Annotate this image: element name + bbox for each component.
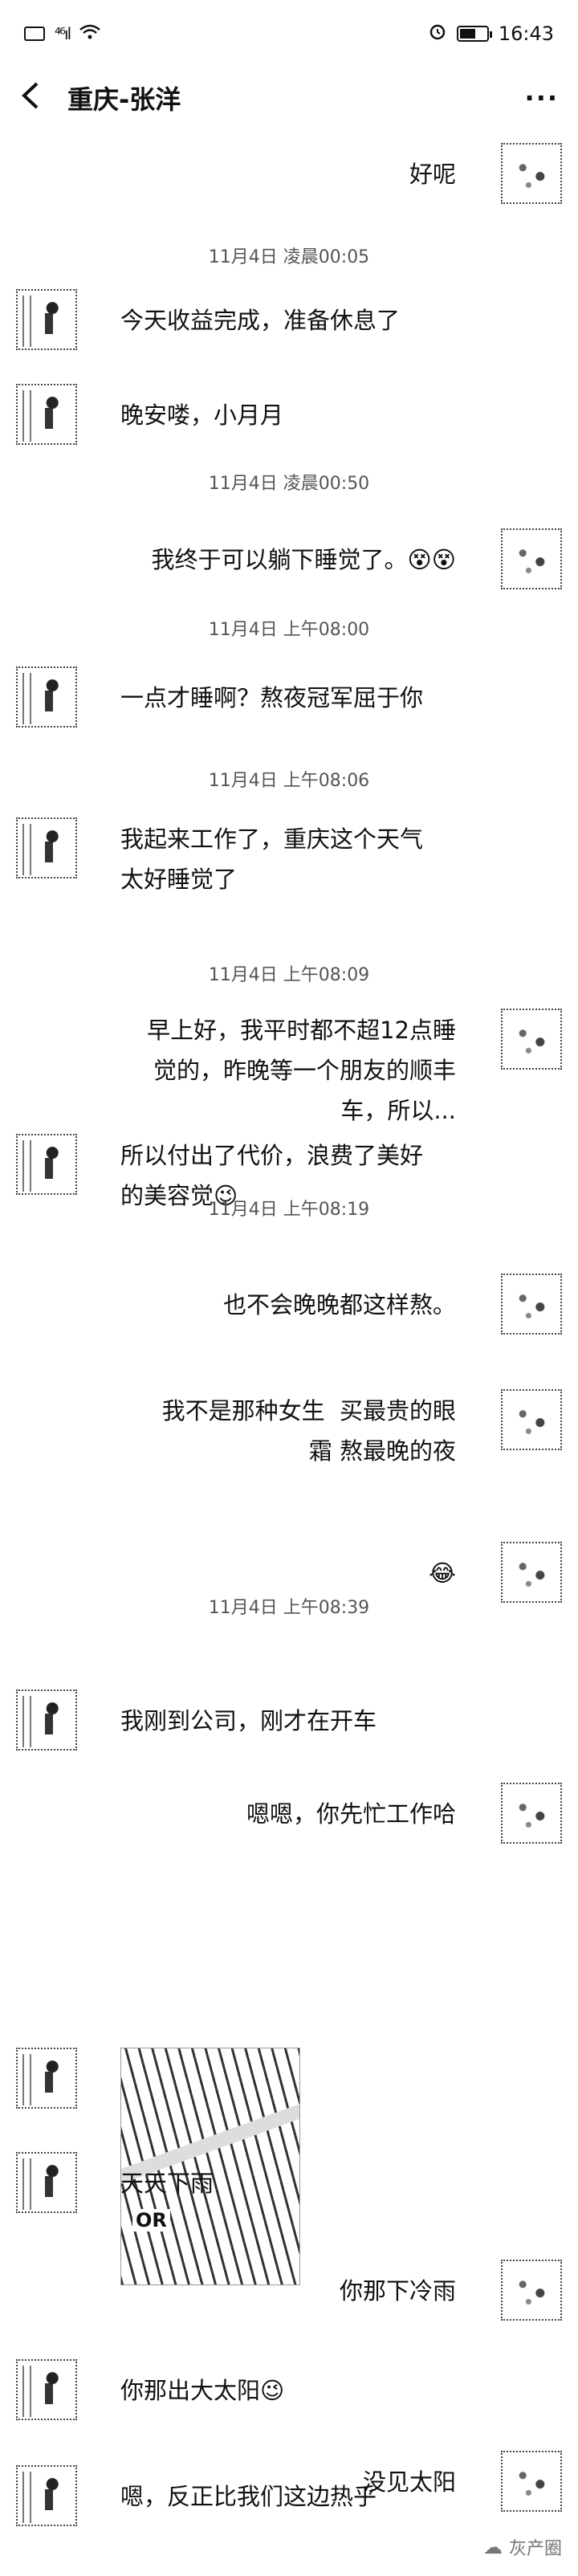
watermark-text: 灰产圈 bbox=[508, 2539, 562, 2559]
more-icon[interactable]: ··· bbox=[524, 83, 559, 113]
message-text[interactable]: 😂 bbox=[429, 1559, 456, 1587]
my-avatar[interactable] bbox=[501, 2451, 562, 2512]
my-avatar[interactable] bbox=[501, 1389, 562, 1450]
contact-avatar[interactable] bbox=[16, 666, 77, 728]
contact-avatar[interactable] bbox=[16, 384, 77, 445]
wechat-official-icon: ☁ bbox=[482, 2536, 503, 2558]
back-chevron-icon[interactable] bbox=[19, 81, 51, 116]
message-text[interactable]: 早上好，我平时都不超12点睡 觉的，昨晚等一个朋友的顺丰 车，所以... bbox=[147, 1017, 456, 1124]
message-timestamp: 11月4日 上午08:00 bbox=[208, 620, 370, 640]
status-time: 16:43 bbox=[498, 22, 554, 45]
message-timestamp: 11月4日 上午08:09 bbox=[208, 965, 370, 985]
message-text[interactable]: 晚安喽，小月月 bbox=[120, 401, 284, 429]
contact-avatar[interactable] bbox=[16, 289, 77, 350]
message-timestamp: 11月4日 上午08:06 bbox=[208, 771, 370, 791]
my-avatar[interactable] bbox=[501, 1783, 562, 1844]
my-avatar[interactable] bbox=[501, 1009, 562, 1070]
contact-avatar[interactable] bbox=[16, 1134, 77, 1195]
message-text[interactable]: 我起来工作了，重庆这个天气 太好睡觉了 bbox=[120, 825, 424, 893]
message-timestamp: 11月4日 凌晨00:50 bbox=[208, 474, 370, 494]
wifi-icon bbox=[79, 22, 100, 45]
message-text[interactable]: 嗯嗯，你先忙工作哈 bbox=[246, 1800, 456, 1828]
photo-message[interactable]: OR bbox=[120, 2048, 300, 2285]
status-left: ⁴⁶ıl bbox=[24, 22, 100, 45]
message-text[interactable]: 我刚到公司，刚才在开车 bbox=[120, 1707, 377, 1734]
chat-header: 重庆-张洋 ··· bbox=[0, 67, 578, 128]
message-text[interactable]: 我不是那种女生 买最贵的眼 霜 熬最晚的夜 bbox=[161, 1397, 456, 1465]
message-timestamp: 11月4日 上午08:19 bbox=[208, 1200, 370, 1220]
message-text[interactable]: 我终于可以躺下睡觉了。😵😵 bbox=[151, 546, 456, 573]
message-timestamp: 11月4日 上午08:39 bbox=[208, 1598, 370, 1618]
message-timestamp: 11月4日 凌晨00:05 bbox=[208, 247, 370, 267]
my-avatar[interactable] bbox=[501, 528, 562, 589]
message-text[interactable]: 没见太阳 bbox=[362, 2468, 456, 2496]
message-text[interactable]: 好呢 bbox=[409, 161, 456, 188]
battery-level bbox=[459, 29, 475, 39]
alarm-icon bbox=[428, 22, 447, 46]
sim-icon bbox=[24, 26, 45, 41]
signal-icon: ⁴⁶ıl bbox=[55, 24, 71, 43]
status-right: 16:43 bbox=[428, 22, 554, 46]
contact-avatar[interactable] bbox=[16, 2359, 77, 2420]
contact-avatar[interactable] bbox=[16, 2048, 77, 2109]
contact-avatar[interactable] bbox=[16, 2152, 77, 2213]
message-text[interactable]: 天天下雨 bbox=[120, 2170, 214, 2197]
contact-avatar[interactable] bbox=[16, 1689, 77, 1751]
message-text[interactable]: 也不会晚晚都这样熬。 bbox=[222, 1291, 456, 1319]
message-text[interactable]: 嗯，反正比我们这边热乎 bbox=[120, 2483, 377, 2510]
message-text[interactable]: 所以付出了代价，浪费了美好 的美容觉😉 bbox=[120, 1142, 424, 1209]
photo-caption: OR bbox=[132, 2209, 170, 2232]
message-text[interactable]: 今天收益完成，准备休息了 bbox=[120, 307, 401, 334]
watermark: ☁ 灰产圈 bbox=[483, 2534, 562, 2560]
status-bar: ⁴⁶ıl 16:43 bbox=[0, 0, 578, 67]
contact-avatar[interactable] bbox=[16, 817, 77, 878]
message-text[interactable]: 一点才睡啊？熬夜冠军屈于你 bbox=[120, 684, 424, 711]
message-text[interactable]: 你那下冷雨 bbox=[339, 2277, 456, 2305]
battery-icon bbox=[456, 26, 492, 42]
my-avatar[interactable] bbox=[501, 2260, 562, 2321]
my-avatar[interactable] bbox=[501, 1274, 562, 1335]
my-avatar[interactable] bbox=[501, 143, 562, 204]
chat-title: 重庆-张洋 bbox=[67, 84, 181, 115]
contact-avatar[interactable] bbox=[16, 2465, 77, 2526]
my-avatar[interactable] bbox=[501, 1542, 562, 1603]
message-text[interactable]: 你那出大太阳😉 bbox=[120, 2377, 285, 2404]
